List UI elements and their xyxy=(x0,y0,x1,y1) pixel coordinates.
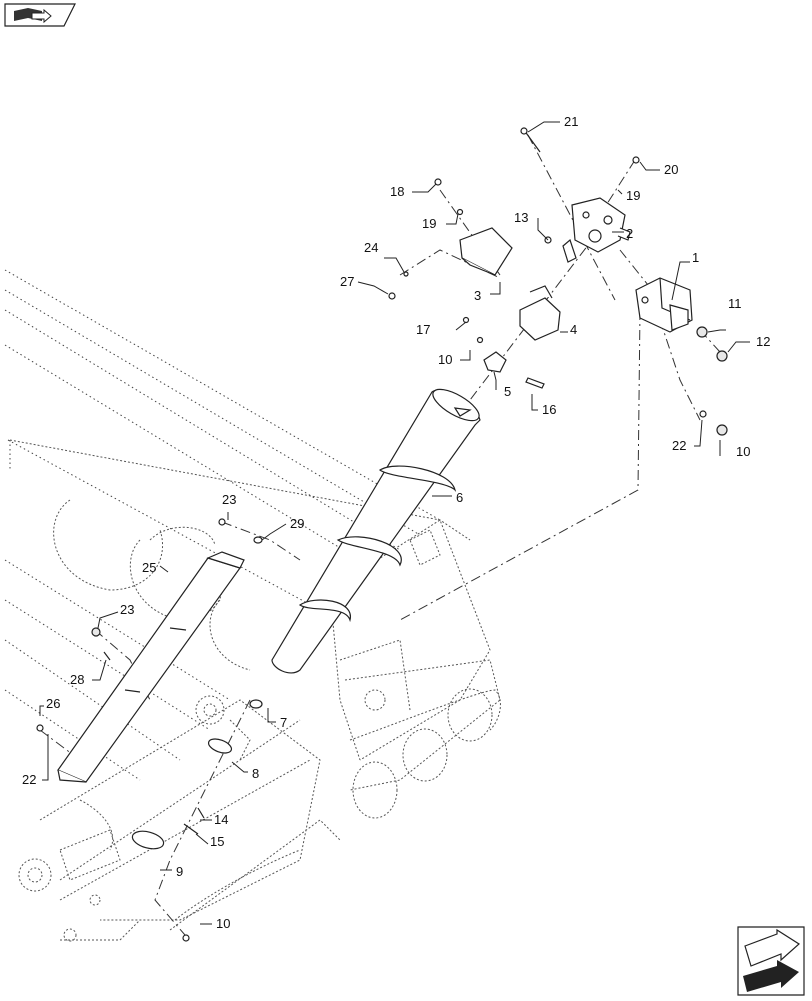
callout-19-b: 19 xyxy=(626,188,640,203)
callout-27: 27 xyxy=(340,274,354,289)
callout-4: 4 xyxy=(570,322,577,337)
callout-19-a: 19 xyxy=(422,216,436,231)
callout-6: 6 xyxy=(456,490,463,505)
mounting-bracket xyxy=(635,277,693,333)
leader-lines xyxy=(39,121,750,925)
callout-14: 14 xyxy=(214,812,228,827)
callout-26: 26 xyxy=(46,696,60,711)
callout-18: 18 xyxy=(390,184,404,199)
callout-10-b: 10 xyxy=(736,444,750,459)
small-block xyxy=(483,351,507,373)
callout-25: 25 xyxy=(142,560,156,575)
callout-28: 28 xyxy=(70,672,84,687)
callout-9: 9 xyxy=(176,864,183,879)
header-frame-ghost xyxy=(4,269,501,942)
hardware xyxy=(36,127,728,942)
callout-1: 1 xyxy=(692,250,699,265)
callout-11: 11 xyxy=(728,296,742,311)
callout-3: 3 xyxy=(474,288,481,303)
callout-2: 2 xyxy=(626,226,633,241)
callout-12: 12 xyxy=(756,334,770,349)
callout-10-c: 10 xyxy=(216,916,230,931)
callout-8: 8 xyxy=(252,766,259,781)
callout-16: 16 xyxy=(542,402,556,417)
cover-plate xyxy=(459,227,513,276)
callout-labels: 1 2 3 4 5 6 7 8 9 10 10 10 11 12 13 14 1… xyxy=(22,114,770,931)
callout-22-b: 22 xyxy=(22,772,36,787)
callout-17: 17 xyxy=(416,322,430,337)
gearbox xyxy=(562,197,631,263)
callout-15: 15 xyxy=(210,834,224,849)
coupler-block xyxy=(519,285,561,341)
callout-13: 13 xyxy=(514,210,528,225)
pin xyxy=(525,377,545,389)
callout-7: 7 xyxy=(280,715,287,730)
callout-21: 21 xyxy=(564,114,578,129)
callout-23-b: 23 xyxy=(120,602,134,617)
auger-tube xyxy=(271,388,481,674)
callout-29: 29 xyxy=(290,516,304,531)
long-tube xyxy=(57,551,245,783)
callout-22-a: 22 xyxy=(672,438,686,453)
callout-24: 24 xyxy=(364,240,378,255)
callout-10-a: 10 xyxy=(438,352,452,367)
callout-5: 5 xyxy=(504,384,511,399)
callout-20: 20 xyxy=(664,162,678,177)
return-arrow-icon[interactable] xyxy=(737,926,805,996)
callout-23-a: 23 xyxy=(222,492,236,507)
assembly-centerlines xyxy=(39,134,721,936)
book-navigation-icon[interactable] xyxy=(4,3,76,27)
